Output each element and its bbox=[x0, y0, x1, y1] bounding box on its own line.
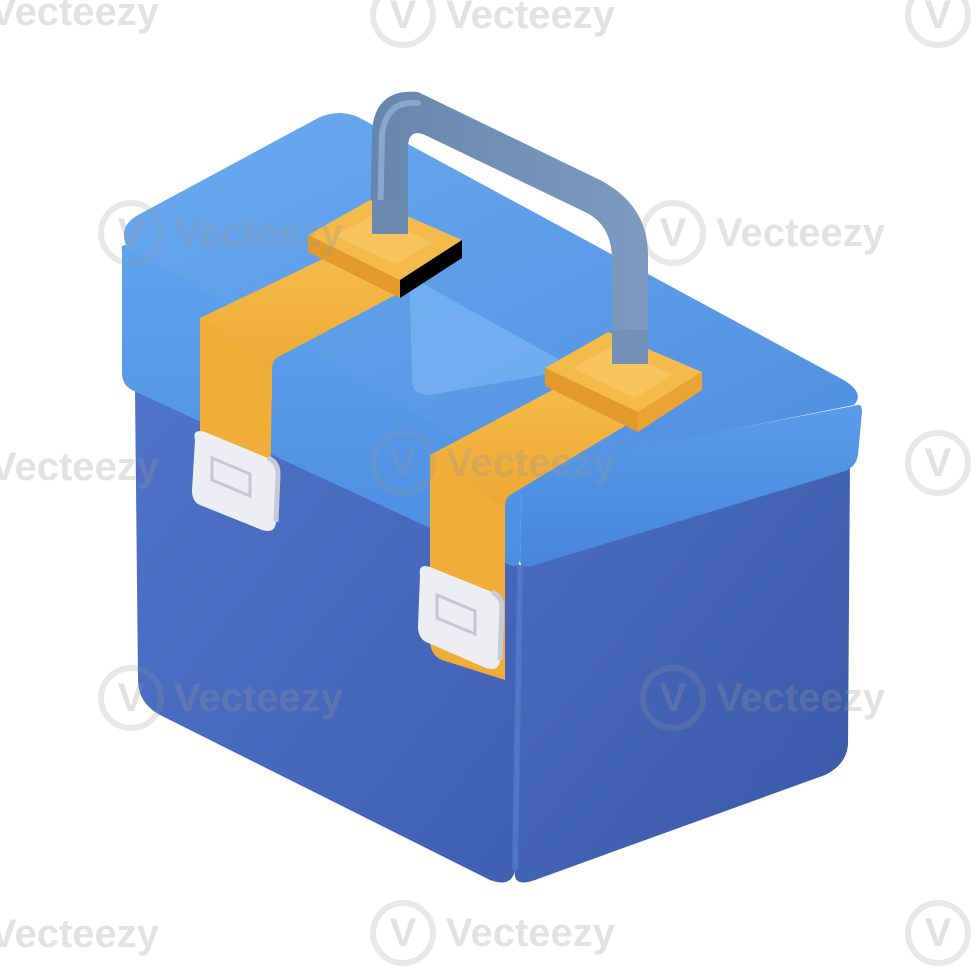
body-right-face bbox=[514, 460, 850, 883]
lid-right-band bbox=[520, 404, 862, 567]
latch-right bbox=[418, 566, 505, 669]
handle-mount-right bbox=[545, 332, 702, 432]
latch-left bbox=[192, 431, 281, 531]
handle-mount-left bbox=[308, 200, 462, 298]
